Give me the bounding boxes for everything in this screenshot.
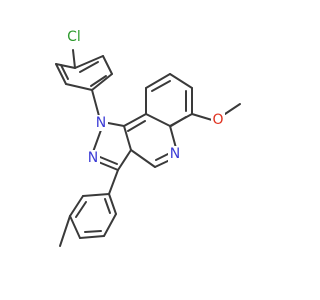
bond [69, 215, 81, 239]
bond-double-inner [60, 64, 69, 80]
bond-double-inner [127, 120, 146, 132]
bond [145, 113, 171, 127]
bond [55, 63, 76, 69]
bond-double-inner [170, 116, 187, 127]
bond [123, 125, 132, 151]
bond [69, 195, 84, 217]
bond [169, 125, 177, 149]
bond-double-inner [99, 156, 118, 165]
bond-double-inner [79, 61, 99, 73]
bond [108, 169, 119, 195]
bonds [55, 49, 241, 247]
bond [91, 73, 113, 91]
molecule-structure-diagram: Cl N N N O [55, 29, 241, 247]
atom-label-n-quinoline: N [170, 146, 180, 162]
bond [59, 215, 71, 247]
bond-double-inner [151, 80, 171, 92]
bond [123, 113, 147, 127]
atom-label-n2: N [88, 150, 98, 166]
atom-label-chlorine: Cl [67, 29, 81, 45]
bond [74, 55, 104, 69]
bond-double-inner [155, 153, 169, 161]
bond [55, 63, 67, 85]
bond [154, 159, 171, 168]
atom-labels: Cl N N N O [66, 29, 225, 166]
bond [65, 83, 93, 91]
bond [191, 113, 213, 121]
bond [107, 122, 125, 127]
atom-label-n1: N [96, 115, 106, 131]
bond-double-inner [90, 75, 107, 87]
bond [91, 89, 100, 117]
bond [103, 213, 117, 237]
bond [169, 73, 193, 89]
bond [108, 193, 117, 215]
bond [79, 235, 105, 239]
bond [102, 55, 113, 75]
bond [92, 129, 102, 153]
bond [145, 73, 171, 89]
bond [82, 193, 110, 197]
bond [224, 103, 241, 115]
bond-cl-c [72, 49, 76, 69]
bond-double-inner [75, 201, 87, 218]
atom-label-oxygen: O [212, 112, 223, 128]
bond-double-inner [104, 198, 111, 214]
bond-double-inner [84, 230, 102, 233]
bond [117, 149, 132, 171]
bond [130, 149, 156, 168]
